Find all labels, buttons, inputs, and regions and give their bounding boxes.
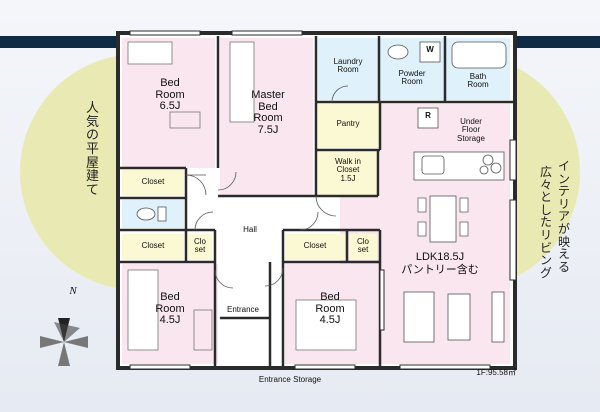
room-label-bed1: Bed Room 6.5J	[155, 77, 185, 113]
fixture-label-r: R	[425, 111, 431, 120]
sink-icon	[413, 151, 505, 181]
desk-icon	[169, 111, 213, 351]
closet-b-area	[122, 234, 184, 260]
door-icon	[185, 85, 349, 289]
closet-e-area	[349, 234, 377, 260]
window-icon	[129, 30, 517, 370]
room-label-closet-e: Clo set	[356, 237, 369, 255]
room-label-pantry: Pantry	[336, 119, 360, 128]
room-label-underfloor: Under Floor Storage	[456, 117, 486, 143]
room-label-walkin: Walk in Closet 1.5J	[335, 157, 361, 183]
room-label-bed3: Bed Room 4.5J	[315, 291, 345, 327]
room-label-entrance-storage: Entrance Storage	[258, 375, 322, 384]
room-label-laundry: Laundry Room	[333, 57, 363, 75]
room-label-closet-b: Closet	[141, 241, 165, 250]
pantry-area	[318, 104, 380, 148]
room-label-closet-a: Closet	[141, 177, 165, 186]
floor-area-label: 1F:95.58㎡	[476, 368, 516, 377]
refrigerator-box	[417, 107, 439, 129]
sofa-icon	[403, 291, 505, 343]
room-label-closet-d: Closet	[303, 241, 327, 250]
compass-north-label: N	[69, 285, 77, 297]
room-label-master: Master Bed Room 7.5J	[251, 89, 285, 136]
stove-icon	[479, 154, 502, 175]
caption-right-col2: 広 々 と し た リ ビ ン グ	[540, 165, 553, 280]
room-label-hall: Hall	[243, 225, 257, 234]
laundry-area	[318, 38, 378, 100]
room-label-entrance: Entrance	[226, 305, 260, 314]
room-label-bed2: Bed Room 4.5J	[155, 291, 185, 327]
closet-a-area	[122, 170, 184, 196]
closet-d-area	[285, 234, 345, 260]
washbasin-icon	[387, 44, 409, 60]
bed-icon	[127, 41, 357, 351]
compass-icon	[40, 318, 88, 366]
washer-box	[419, 41, 441, 63]
caption-right-col1: イ ン テ リ ア が 映 え る	[558, 159, 571, 274]
room-label-closet-c: Clo set	[193, 237, 206, 255]
bathtub-icon	[451, 41, 507, 69]
room-label-powder: Powder Room	[398, 69, 426, 87]
chair-icon	[417, 197, 469, 237]
room-label-bath: Bath Room	[467, 72, 489, 90]
entrance-storage-area	[222, 320, 268, 364]
table-icon	[429, 195, 457, 243]
toilet-icon	[136, 206, 167, 222]
room-label-ldk: LDK18.5J パントリー含む	[401, 251, 479, 276]
closet-c-area	[188, 234, 212, 260]
walkin-closet-area	[318, 152, 378, 196]
caption-left: 人 気 の 平 屋 建 て	[86, 101, 100, 198]
interior-walls	[120, 36, 513, 366]
fixture-label-w: W	[426, 45, 434, 54]
